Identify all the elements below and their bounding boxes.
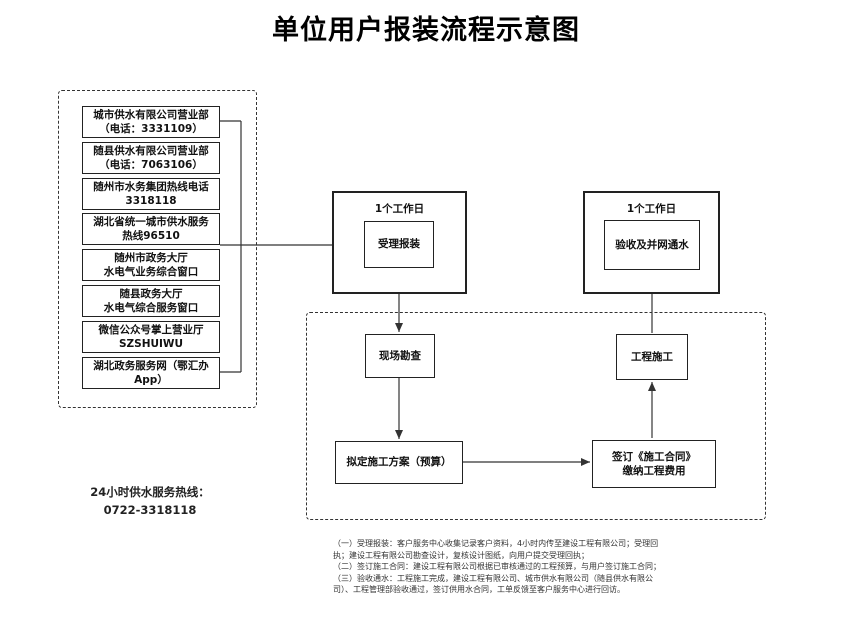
step-plan: 拟定施工方案（预算） [335,441,463,484]
page-title: 单位用户报装流程示意图 [272,15,580,46]
hotline-info: 24小时供水服务热线： 0722-3318118 [70,484,230,520]
construction-group [306,312,766,520]
accept-time-label: 1个工作日 [374,203,425,215]
step-construct: 工程施工 [616,334,688,380]
process-notes: （一）受理报装：客户服务中心收集记录客户资料，4小时内传至建设工程有限公司；受理… [333,538,733,596]
note-line: （二）签订施工合同：建设工程有限公司根据已审核通过的工程预算，与用户签订施工合同… [333,562,661,572]
step-survey: 现场勘查 [365,334,435,378]
channel-item: 城市供水有限公司营业部（电话：3331109） [82,106,220,138]
hotline-number: 0722-3318118 [103,502,197,517]
channel-item: 湖北省统一城市供水服务热线96510 [82,213,220,245]
acceptance-time-label: 1个工作日 [626,203,677,215]
step-accept: 受理报装 [364,221,434,268]
note-line: （三）验收通水：工程施工完成，建设工程有限公司、城市供水有限公司（随县供水有限公 [333,573,653,583]
channel-item: 随县政务大厅水电气综合服务窗口 [82,285,220,317]
channel-item: 随州市政务大厅水电气业务综合窗口 [82,249,220,281]
step-acceptance: 验收及并网通水 [604,220,700,270]
note-line: 司）、工程管理部验收通过，签订供用水合同，工单反馈至客户服务中心进行回访。 [333,585,625,595]
note-line: 执；建设工程有限公司勘查设计，复核设计图纸，向用户提交受理回执； [333,550,589,560]
step-contract: 签订《施工合同》缴纳工程费用 [592,440,716,488]
channel-item: 随县供水有限公司营业部（电话：7063106） [82,142,220,174]
hotline-label: 24小时供水服务热线： [90,485,210,499]
channels-group [58,90,257,408]
note-line: （一）受理报装：客户服务中心收集记录客户资料，4小时内传至建设工程有限公司；受理… [333,539,659,548]
